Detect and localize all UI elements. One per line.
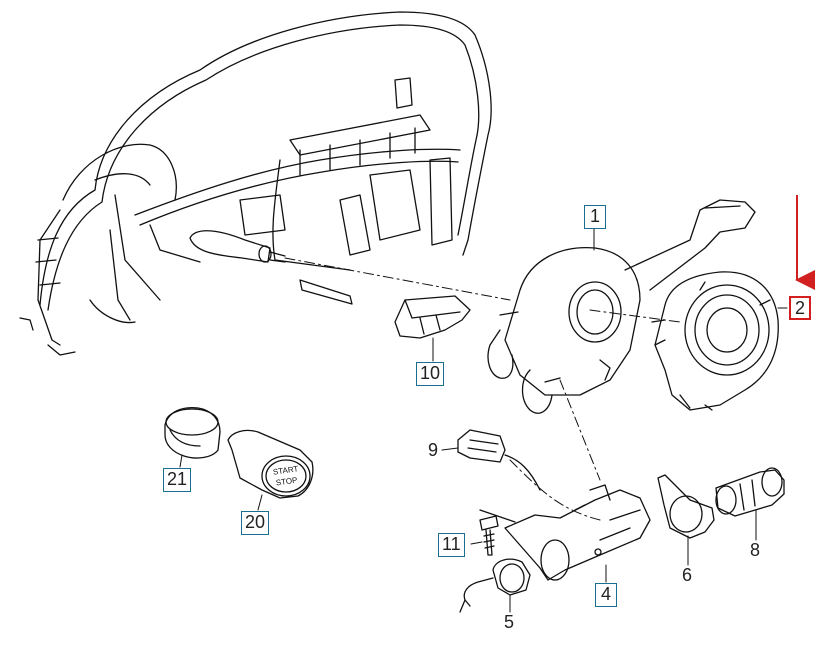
callout-8[interactable]: 8 xyxy=(750,540,761,560)
callout-9[interactable]: 9 xyxy=(428,440,439,460)
sensor-bracket-part xyxy=(394,295,471,339)
dashboard-part xyxy=(19,11,492,356)
ring-part xyxy=(164,406,221,459)
screw-part xyxy=(479,509,516,556)
callout-21[interactable]: 21 xyxy=(163,468,192,492)
callout-20[interactable]: 20 xyxy=(241,511,270,535)
callout-5[interactable]: 5 xyxy=(504,612,515,632)
escutcheon-part xyxy=(657,474,715,539)
alignment-lines xyxy=(284,257,681,521)
start-stop-button-part xyxy=(227,429,314,499)
callout-11[interactable]: 11 xyxy=(438,533,465,557)
callout-10[interactable]: 10 xyxy=(416,362,445,386)
connector-part xyxy=(457,429,541,491)
clock-spring-part xyxy=(651,271,779,411)
leader-lines xyxy=(179,227,788,613)
callout-6[interactable]: 6 xyxy=(682,565,693,585)
callout-1[interactable]: 1 xyxy=(584,205,606,229)
callout-2[interactable]: 2 xyxy=(789,296,811,320)
combination-switch-part xyxy=(487,199,756,414)
ignition-switch-part xyxy=(459,558,531,613)
lock-housing-part xyxy=(504,484,651,581)
lock-cylinder-part xyxy=(715,467,785,517)
steering-shaft xyxy=(189,230,286,263)
start-label: START xyxy=(272,464,299,476)
stop-label: STOP xyxy=(275,476,298,488)
callout-4[interactable]: 4 xyxy=(595,583,617,607)
